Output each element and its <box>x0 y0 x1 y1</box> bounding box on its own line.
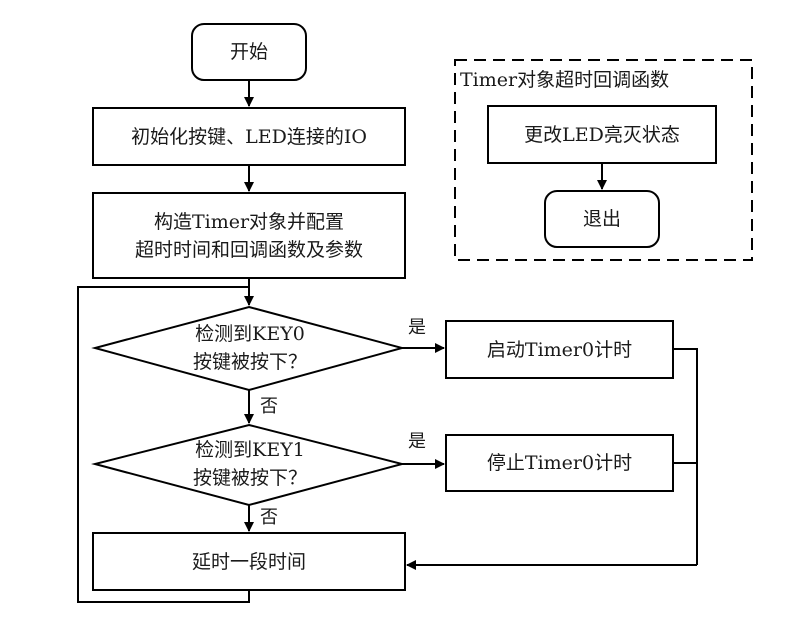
loop-back-connector <box>77 286 250 603</box>
decision2-label: 检测到KEY1 按键被按下？ <box>120 428 380 500</box>
no1-label: 否 <box>260 396 278 417</box>
no2-label: 否 <box>260 507 278 528</box>
decision2-label-line1: 检测到KEY1 <box>195 439 305 461</box>
change-led-label: 更改LED亮灭状态 <box>524 123 680 146</box>
construct-label: 构造Timer对象并配置 超时时间和回调函数及参数 <box>93 193 405 278</box>
decision1-label-line1: 检测到KEY0 <box>195 323 305 345</box>
decision2-label-line2: 按键被按下？ <box>192 467 307 489</box>
decision1-label-line2: 按键被按下？ <box>192 351 307 373</box>
decision1-label: 检测到KEY0 按键被按下？ <box>120 312 380 384</box>
start-label: 开始 <box>229 41 268 63</box>
start-timer-label: 启动Timer0计时 <box>486 338 633 361</box>
yes2-label: 是 <box>408 431 426 452</box>
callback-title: Timer对象超时回调函数 <box>460 69 670 91</box>
yes1-label: 是 <box>408 317 426 338</box>
start-timer-merge-connector <box>673 348 698 565</box>
change-led-box <box>487 105 717 164</box>
construct-label-line1: 构造Timer对象并配置 <box>153 210 345 233</box>
delay-process-box <box>92 532 406 591</box>
exit-terminal <box>544 190 660 248</box>
stop-timer-label: 停止Timer0计时 <box>486 452 633 474</box>
init-label: 初始化按键、LED连接的IO <box>131 125 367 148</box>
callback-dashed-container <box>454 59 753 261</box>
exit-label: 退出 <box>582 208 621 230</box>
init-process-box <box>92 107 406 166</box>
construct-label-line2: 超时时间和回调函数及参数 <box>134 238 363 261</box>
delay-label: 延时一段时间 <box>191 550 306 573</box>
start-timer-box <box>445 320 674 379</box>
